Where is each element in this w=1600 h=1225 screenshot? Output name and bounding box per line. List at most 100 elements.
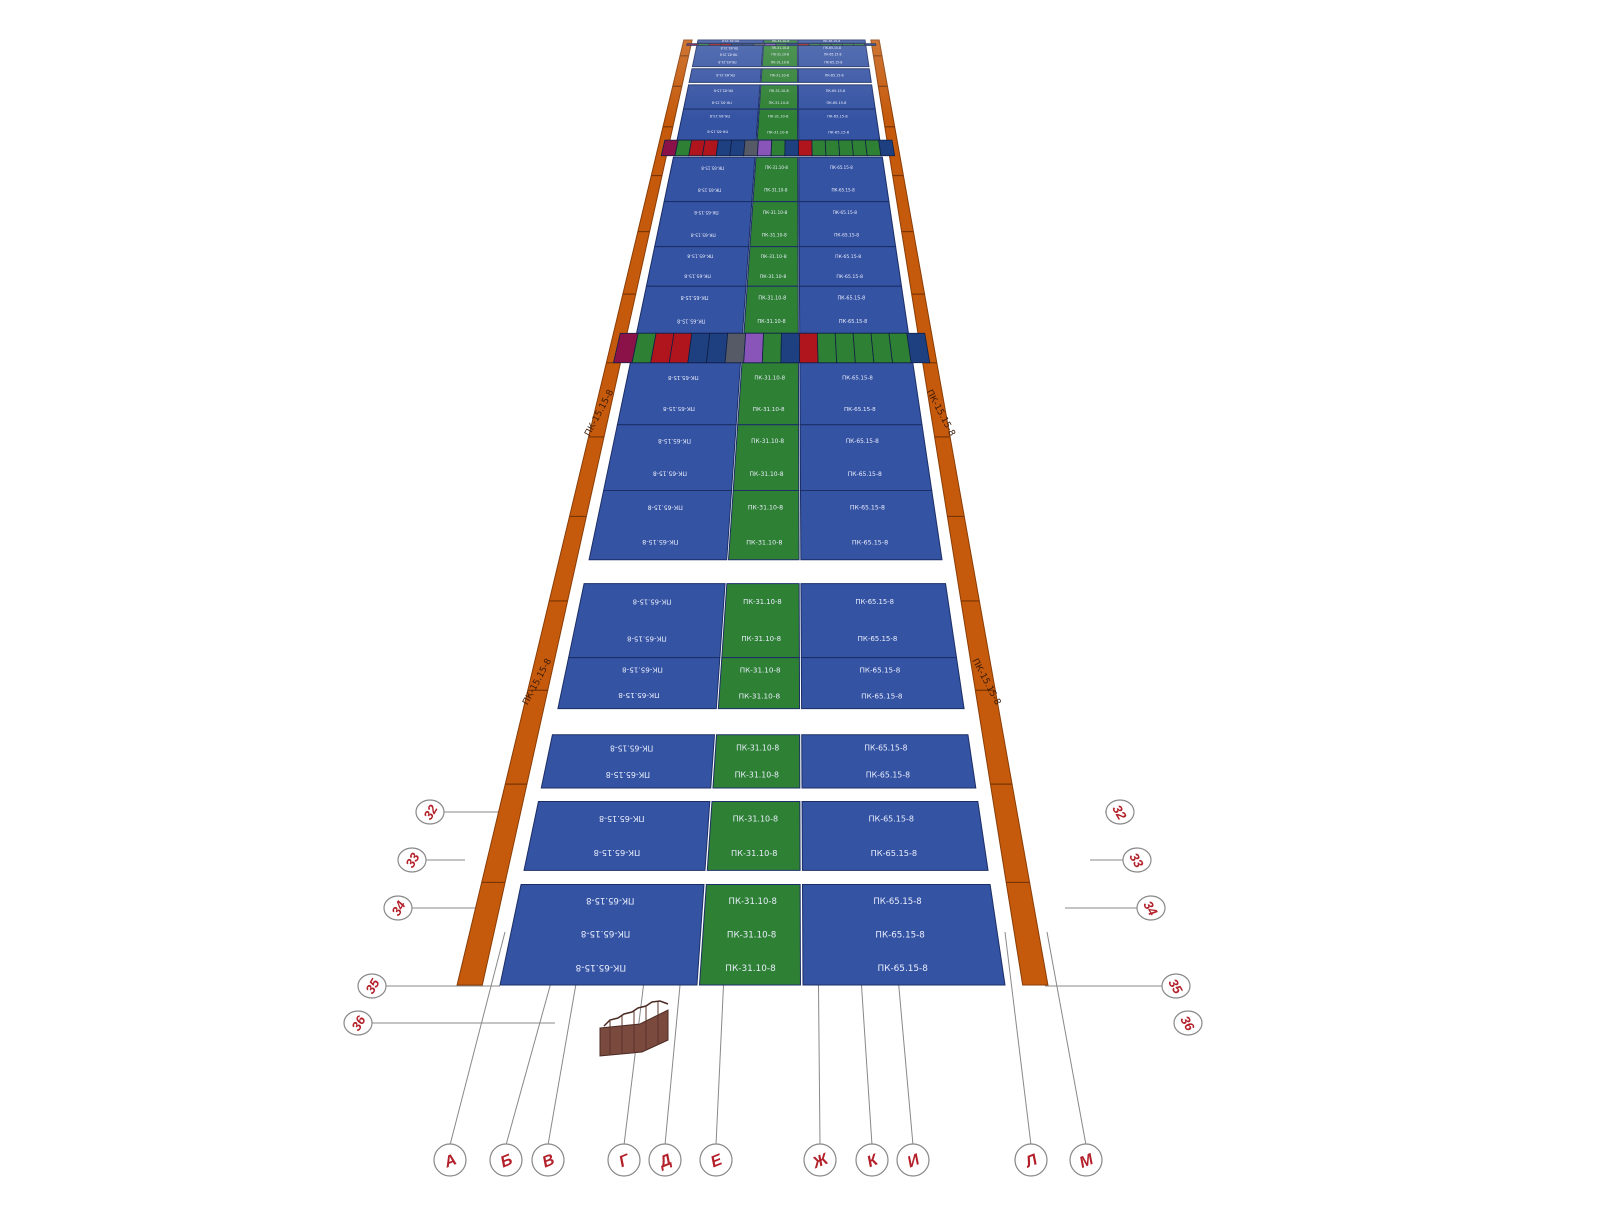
slab-narrow: ПК-31.10-8ПК-31.10-8 [746, 246, 799, 287]
slab-label: ПК-65.15-8 [698, 188, 722, 193]
axis-marker-letter: Л [1014, 1143, 1048, 1177]
axis-marker-number-left: 36 [343, 1010, 373, 1036]
slab-label: ПК-65.15-8 [599, 814, 644, 823]
axis-marker-number-left: 34 [383, 895, 413, 921]
slab-label: ПК-65.15-8 [677, 317, 705, 323]
cross-band-3 [612, 332, 931, 364]
slab-label: ПК-65.15-8 [846, 439, 879, 445]
slab-wide: ПК-65.15-8ПК-65.15-8 [799, 489, 943, 561]
slab-label: ПК-65.15-8 [877, 964, 928, 974]
slab-label: ПК-31.10-8 [739, 691, 781, 700]
slab-label: ПК-65.15-8 [848, 471, 882, 478]
slab-label: ПК-65.15-8 [581, 928, 630, 938]
slab-wide: ПК-65.15-8ПК-65.15-8 [635, 285, 747, 334]
slab-label: ПК-65.15-8 [858, 635, 898, 643]
slab-label: ПК-31.10-8 [748, 505, 783, 512]
slab-wide: ПК-65.15-8ПК-65.15-8 [799, 362, 923, 426]
axis-marker-letter: Ж [803, 1143, 837, 1177]
axis-letter-label: Ж [810, 1150, 832, 1172]
slab-label: ПК-65.15-8 [642, 538, 678, 546]
slab-narrow: ПК-31.10-8ПК-31.10-8ПК-31.10-8 [698, 883, 801, 986]
slab-wide: ПК-65.15-8ПК-65.15-8 [798, 285, 910, 334]
slab-narrow: ПК-31.10-8ПК-31.10-8 [743, 285, 799, 334]
slab-label: ПК-31.10-8 [740, 666, 781, 675]
slab-label: ПК-31.10-8 [767, 130, 789, 134]
axis-marker-letter: К [855, 1143, 889, 1177]
slab-label: ПК-31.10-8 [746, 538, 782, 546]
axis-letter-label: А [441, 1151, 459, 1171]
axis-marker-number-right: 33 [1122, 847, 1152, 873]
slab-wide: ПК-65.15-8ПК-65.15-8 [567, 583, 726, 659]
slab-label: ПК-65.15-8 [633, 597, 672, 605]
slab-label: ПК-31.10-8 [741, 635, 781, 643]
slab-label: ПК-65.15-8 [871, 848, 918, 858]
slab-wide: ПК-65.15-8ПК-65.15-8 [801, 801, 989, 871]
depth-fog [0, 0, 1600, 120]
slab-wide: ПК-65.15-8ПК-65.15-8 [603, 424, 737, 491]
slab-narrow: ПК-31.10-8ПК-31.10-8 [732, 424, 800, 491]
slab-label: ПК-31.10-8 [731, 848, 778, 858]
slab-wide: ПК-65.15-8ПК-65.15-8 [800, 657, 965, 710]
slab-label: ПК-31.10-8 [729, 897, 777, 907]
slab-narrow: ПК-31.10-8ПК-31.10-8 [706, 801, 801, 871]
slab-wide: ПК-65.15-8ПК-65.15-8 [799, 424, 933, 491]
slab-narrow: ПК-31.10-8ПК-31.10-8 [717, 657, 801, 710]
slab-wide: ПК-65.15-8ПК-65.15-8ПК-65.15-8 [499, 883, 705, 986]
slab-label: ПК-65.15-8 [836, 274, 863, 280]
slab-label: ПК-65.15-8 [850, 505, 885, 512]
slab-label: ПК-65.15-8 [618, 691, 660, 700]
slab-wide: ПК-65.15-8ПК-65.15-8 [654, 201, 753, 248]
axis-marker-number-right: 35 [1161, 973, 1191, 999]
slab-label: ПК-65.15-8 [694, 209, 719, 215]
axis-marker-number-left: 32 [415, 799, 445, 825]
slab-label: ПК-65.15-8 [835, 254, 861, 260]
slab-label: ПК-31.10-8 [733, 814, 778, 823]
axis-marker-letter: Д [648, 1143, 682, 1177]
slab-wide: ПК-65.15-8ПК-65.15-8 [523, 801, 711, 871]
slab-label: ПК-31.10-8 [753, 407, 785, 413]
slab-label: ПК-31.10-8 [735, 770, 779, 779]
slab-label: ПК-65.15-8 [648, 503, 683, 510]
slab-label: ПК-65.15-8 [861, 691, 903, 700]
slab-wide: ПК-65.15-8ПК-65.15-8 [663, 156, 756, 203]
slab-label: ПК-65.15-8 [852, 538, 888, 546]
slab-label: ПК-31.10-8 [762, 233, 787, 239]
slab-label: ПК-65.15-8 [855, 598, 894, 606]
slab-label: ПК-65.15-8 [866, 770, 910, 779]
slab-label: ПК-65.15-8 [707, 130, 729, 134]
slab-label: ПК-65.15-8 [606, 770, 650, 779]
slab-label: ПК-31.10-8 [764, 187, 788, 192]
slab-label: ПК-65.15-8 [586, 895, 634, 905]
slab-label: ПК-31.10-8 [765, 165, 788, 170]
slab-label: ПК-65.15-8 [658, 437, 691, 443]
slab-label: ПК-65.15-8 [844, 407, 876, 413]
slab-label: ПК-31.10-8 [763, 210, 788, 216]
slab-wide: ПК-65.15-8ПК-65.15-8 [800, 583, 958, 659]
slab-narrow: ПК-31.10-8ПК-31.10-8 [721, 583, 800, 659]
axis-marker-letter: И [896, 1143, 930, 1177]
slab-wide: ПК-65.15-8ПК-65.15-8 [616, 362, 742, 426]
axis-marker-letter: А [433, 1143, 467, 1177]
slab-wide: ПК-65.15-8ПК-65.15-8 [798, 246, 903, 287]
slab-label: ПК-31.10-8 [758, 295, 786, 301]
slab-label: ПК-65.15-8 [830, 165, 853, 170]
cross-band-2 [660, 139, 896, 157]
slab-narrow: ПК-31.10-8ПК-31.10-8 [749, 201, 799, 248]
slab-label: ПК-65.15-8 [828, 130, 850, 134]
slab-label: ПК-31.10-8 [736, 744, 779, 753]
slab-wide: ПК-65.15-8ПК-65.15-8ПК-65.15-8 [801, 883, 1006, 986]
slab-label: ПК-65.15-8 [701, 165, 724, 170]
slab-label: ПК-65.15-8 [869, 814, 914, 823]
axis-marker-number-left: 35 [357, 973, 387, 999]
slab-narrow: ПК-31.10-8ПК-31.10-8 [727, 489, 800, 561]
slab-label: ПК-31.10-8 [750, 471, 784, 478]
slab-label: ПК-65.15-8 [653, 470, 687, 477]
slab-label: ПК-65.15-8 [691, 231, 716, 237]
slab-wide: ПК-65.15-8ПК-65.15-8 [801, 734, 977, 789]
slab-label: ПК-65.15-8 [839, 319, 867, 325]
axis-marker-number-right: 32 [1105, 799, 1135, 825]
slab-wide: ПК-65.15-8ПК-65.15-8 [798, 156, 890, 203]
slab-label: ПК-65.15-8 [687, 253, 713, 259]
slab-wide: ПК-65.15-8ПК-65.15-8 [540, 734, 716, 789]
